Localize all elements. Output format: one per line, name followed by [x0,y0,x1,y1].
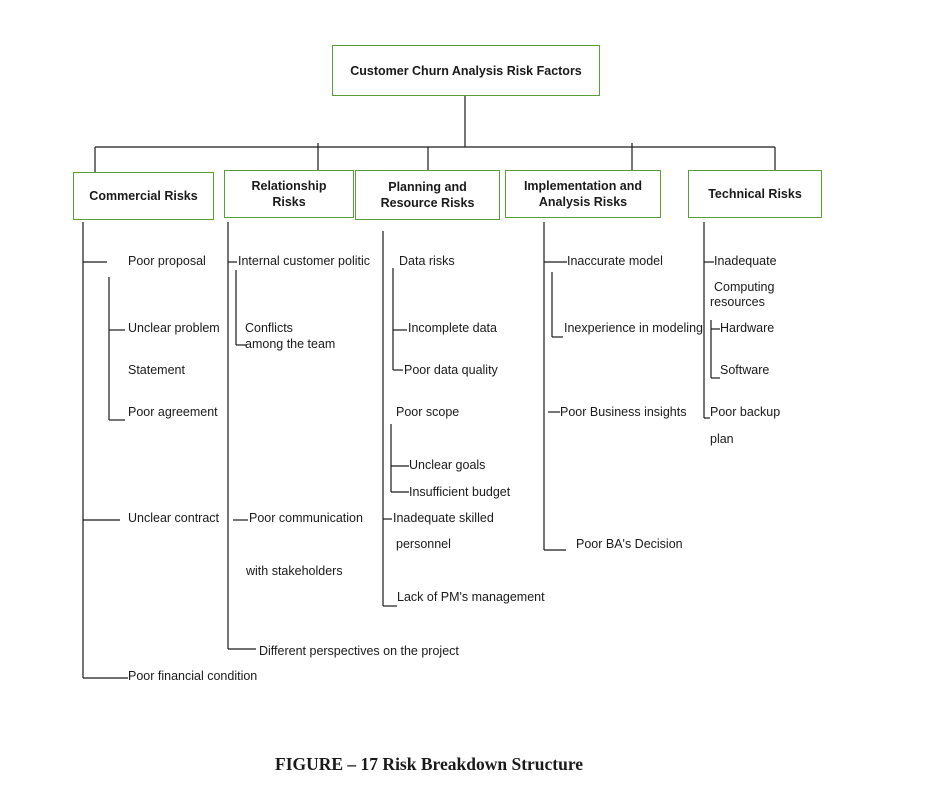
risk-item: Conflicts [245,321,293,335]
risk-item: Poor agreement [128,405,218,419]
category-box-commercial: Commercial Risks [73,172,214,220]
risk-item: among the team [245,337,336,351]
risk-item: Statement [128,363,185,377]
risk-item: personnel [396,537,451,551]
category-title-implementation: Implementation and Analysis Risks [523,179,643,209]
category-title-commercial: Commercial Risks [89,189,198,203]
category-box-implementation: Implementation and Analysis Risks [505,170,661,218]
risk-item: Inadequate skilled [393,511,494,525]
risk-item: resources [710,295,765,309]
risk-item: Inexperience in modeling [564,321,703,335]
risk-item: Inadequate [714,254,777,268]
risk-item: Internal customer politic [238,254,371,268]
category-box-relationship: Relationship Risks [224,170,354,218]
risk-item: Computing [714,280,775,294]
risk-item: Inaccurate model [567,254,663,268]
risk-item: Software [720,363,770,377]
category-box-planning: Planning and Resource Risks [355,170,500,220]
risk-item: Poor BA's Decision [576,537,683,551]
risk-item: Data risks [399,254,455,268]
risk-item: Incomplete data [408,321,497,335]
category-title-planning: Planning and Resource Risks [380,180,475,210]
root-box: Customer Churn Analysis Risk Factors [332,45,600,96]
risk-item: Poor scope [396,405,460,419]
risk-item: Lack of PM's management [397,590,545,604]
risk-item: Insufficient budget [409,485,511,499]
category-box-technical: Technical Risks [688,170,822,218]
category-title-technical: Technical Risks [708,187,802,201]
risk-item: Poor Business insights [560,405,687,419]
root-title: Customer Churn Analysis Risk Factors [350,63,582,78]
risk-item: plan [710,432,734,446]
risk-item: Poor data quality [404,363,498,377]
risk-item: with stakeholders [246,564,343,578]
risk-item: Unclear contract [128,511,220,525]
risk-item: Poor financial condition [128,669,258,683]
risk-item: Different perspectives on the project [259,644,459,658]
risk-item: Hardware [720,321,775,335]
risk-item: Poor communication [249,511,363,525]
risk-item: Unclear problem [128,321,220,335]
risk-item: Poor proposal [128,254,206,268]
figure-caption: FIGURE – 17 Risk Breakdown Structure [275,754,584,774]
category-title-relationship: Relationship Risks [251,179,327,209]
risk-item: Poor backup [710,405,781,419]
risk-item: Unclear goals [409,458,486,472]
